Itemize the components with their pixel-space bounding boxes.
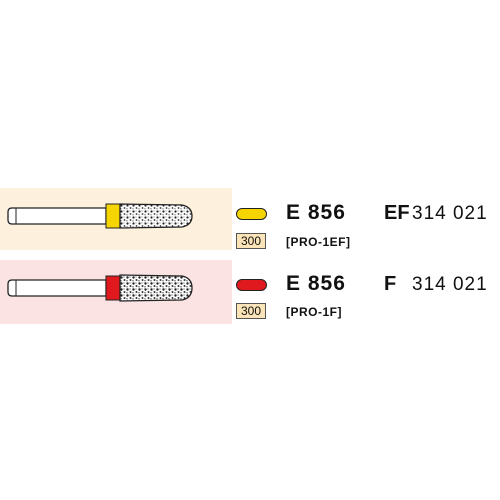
grit-color-pill: [236, 279, 267, 291]
grit-ring: [105, 203, 121, 229]
grit-ring: [105, 275, 121, 301]
diamond-bur-icon: [7, 274, 193, 302]
pro-code: [PRO-1EF]: [286, 235, 351, 249]
grit-label: EF: [384, 202, 410, 224]
reference-number: 314 021: [412, 274, 488, 295]
reference-number: 314 021: [412, 203, 488, 224]
grit-label: F: [384, 273, 397, 295]
product-code: E 856: [286, 272, 346, 295]
pack-size-badge: 300: [236, 303, 266, 319]
pro-code: [PRO-1F]: [286, 305, 342, 319]
diamond-bur-icon: [7, 203, 193, 229]
grit-color-pill: [236, 208, 267, 220]
pack-size-badge: 300: [236, 233, 266, 249]
product-code: E 856: [286, 201, 346, 224]
